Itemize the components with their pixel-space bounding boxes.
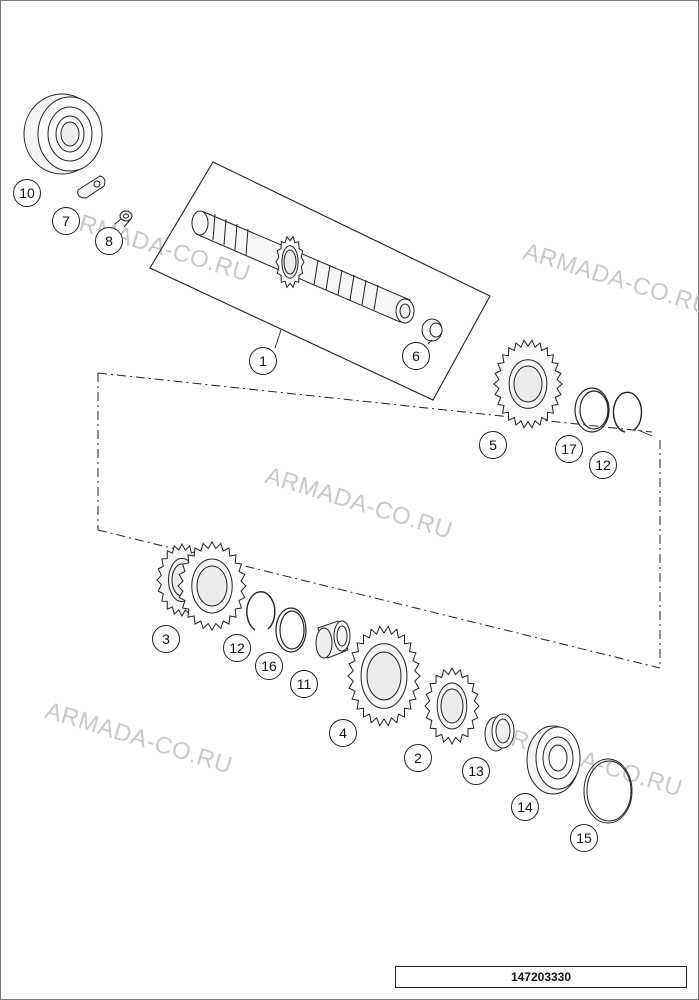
document-number: 147203330 bbox=[395, 966, 687, 988]
gear-bore bbox=[283, 249, 297, 275]
needle-bearing-11 bbox=[315, 620, 351, 659]
needle-bearing-6 bbox=[421, 318, 443, 342]
callout-6: 6 bbox=[402, 342, 430, 370]
callout-11: 11 bbox=[290, 670, 318, 698]
gear-5 bbox=[493, 339, 563, 429]
gear-bore bbox=[440, 688, 464, 724]
bearing-14 bbox=[526, 725, 581, 795]
screw-8 bbox=[114, 210, 133, 228]
callout-12: 12 bbox=[223, 634, 251, 662]
gear-3 bbox=[156, 541, 247, 631]
bearing-10 bbox=[23, 93, 103, 175]
shaft-gear bbox=[275, 235, 305, 289]
gear-2 bbox=[424, 666, 480, 746]
callout-12: 12 bbox=[589, 451, 617, 479]
callout-7: 7 bbox=[52, 207, 80, 235]
circlip-12-lower bbox=[246, 591, 276, 631]
main-shaft-1 bbox=[191, 210, 415, 324]
callout-17: 17 bbox=[555, 435, 583, 463]
bushing-13 bbox=[484, 713, 515, 752]
callout-4: 4 bbox=[329, 719, 357, 747]
gear-bore bbox=[513, 365, 543, 403]
washer-17 bbox=[574, 387, 610, 433]
washer-16 bbox=[275, 607, 307, 653]
gear-bore bbox=[366, 651, 402, 701]
gear-bore bbox=[196, 565, 228, 607]
gear-4 bbox=[347, 625, 421, 727]
callout-16: 16 bbox=[255, 652, 283, 680]
callout-14: 14 bbox=[511, 793, 539, 821]
callout-10: 10 bbox=[13, 179, 41, 207]
shaft-frame bbox=[149, 161, 491, 401]
callout-3: 3 bbox=[152, 625, 180, 653]
callout-2: 2 bbox=[404, 744, 432, 772]
callout-13: 13 bbox=[462, 757, 490, 785]
callout-15: 15 bbox=[570, 824, 598, 852]
washer-15 bbox=[583, 758, 633, 824]
callout-1: 1 bbox=[249, 347, 277, 375]
circlip-12-top bbox=[612, 391, 643, 433]
callout-8: 8 bbox=[95, 227, 123, 255]
lock-plate-7 bbox=[77, 175, 106, 199]
callout-5: 5 bbox=[479, 431, 507, 459]
